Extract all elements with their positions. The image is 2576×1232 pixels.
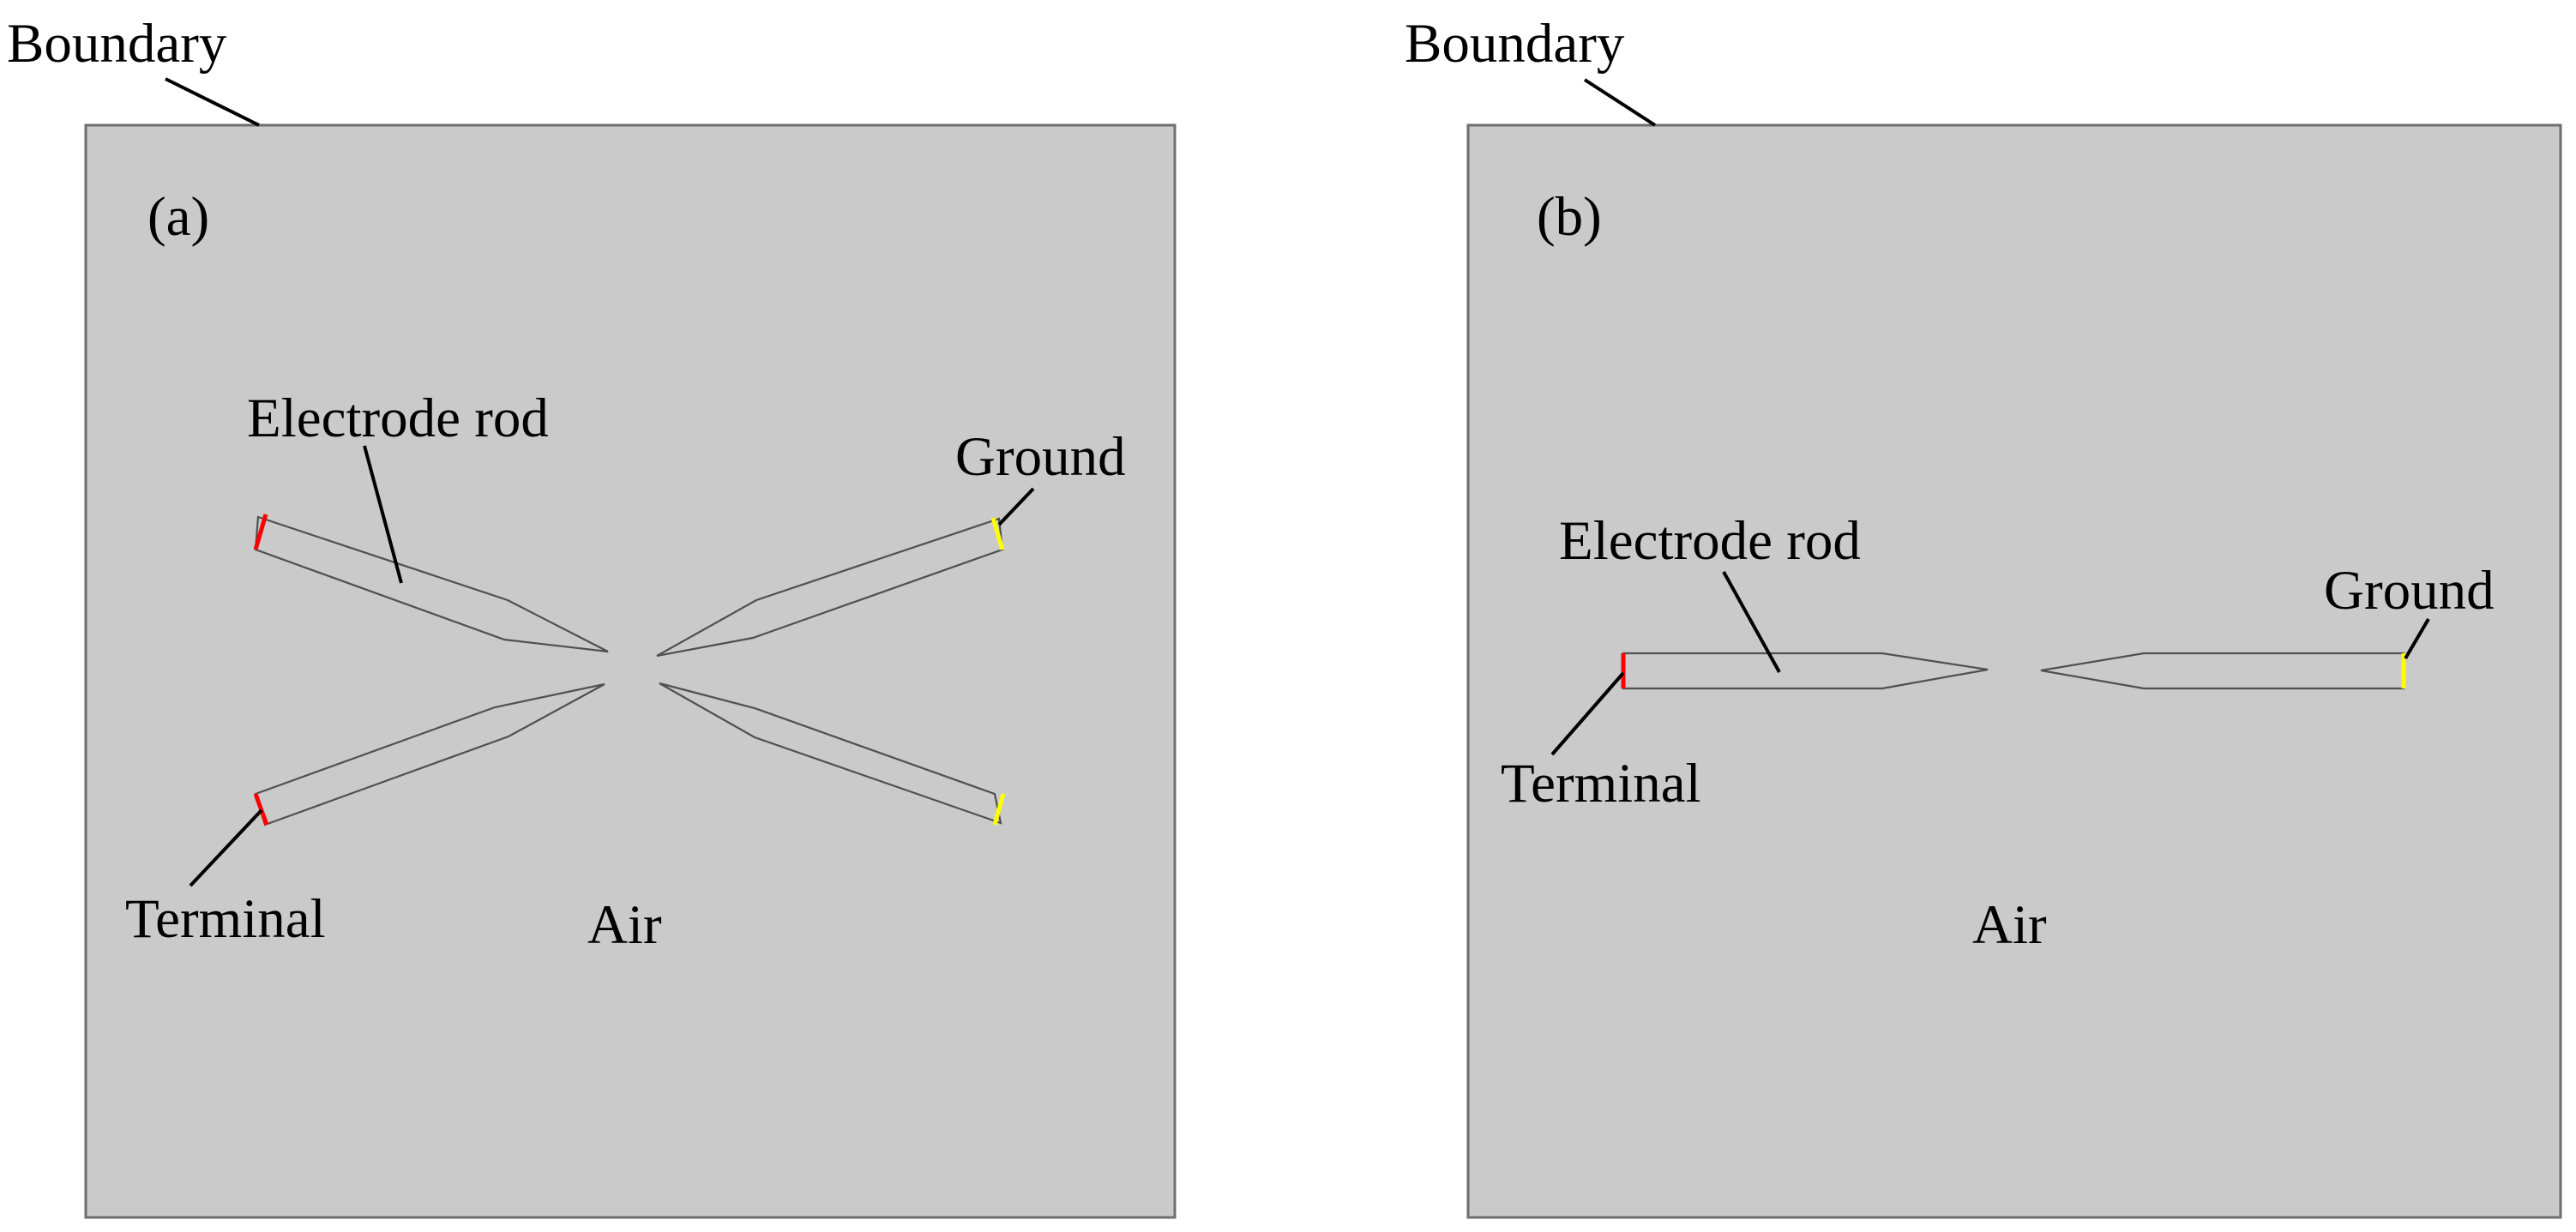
air-domain-a xyxy=(84,123,1177,1219)
ground-leader-a xyxy=(997,487,1035,526)
terminal-face-upper-left xyxy=(253,514,268,550)
terminal-leader-a xyxy=(189,808,263,887)
ground-label-a: Ground xyxy=(955,426,1126,488)
terminal-label-b: Terminal xyxy=(1501,753,1701,814)
ground-leader-b xyxy=(2404,617,2430,660)
panel-b: Boundary (b) Electrode rod Ground Termin… xyxy=(1405,13,2562,1219)
air-domain-b xyxy=(1466,123,2562,1219)
ground-face-upper-right xyxy=(990,517,1005,550)
ground-label-b: Ground xyxy=(2324,560,2495,622)
air-label-b: Air xyxy=(1972,894,2047,956)
air-label-a: Air xyxy=(587,894,662,956)
ground-face-lower-right xyxy=(992,793,1006,826)
boundary-leader-b xyxy=(1583,78,1657,127)
panel-a: Boundary (a) Electrode rod Ground Termin… xyxy=(7,13,1177,1219)
electrode-leader-a xyxy=(363,445,403,584)
electrode-label-b: Electrode rod xyxy=(1559,510,1861,572)
terminal-label-a: Terminal xyxy=(125,888,326,950)
electrode-rod-lower-right xyxy=(659,682,1002,825)
boundary-label-b: Boundary xyxy=(1405,13,1625,75)
boundary-label-a: Boundary xyxy=(7,13,227,75)
boundary-leader-a xyxy=(165,77,260,127)
panel-tag-b: (b) xyxy=(1537,186,1602,248)
terminal-face-lower-left xyxy=(253,793,269,826)
electrode-leader-b xyxy=(1722,571,1781,673)
terminal-leader-b xyxy=(1550,671,1625,756)
panel-tag-a: (a) xyxy=(147,186,209,248)
electrode-label-a: Electrode rod xyxy=(247,388,549,449)
